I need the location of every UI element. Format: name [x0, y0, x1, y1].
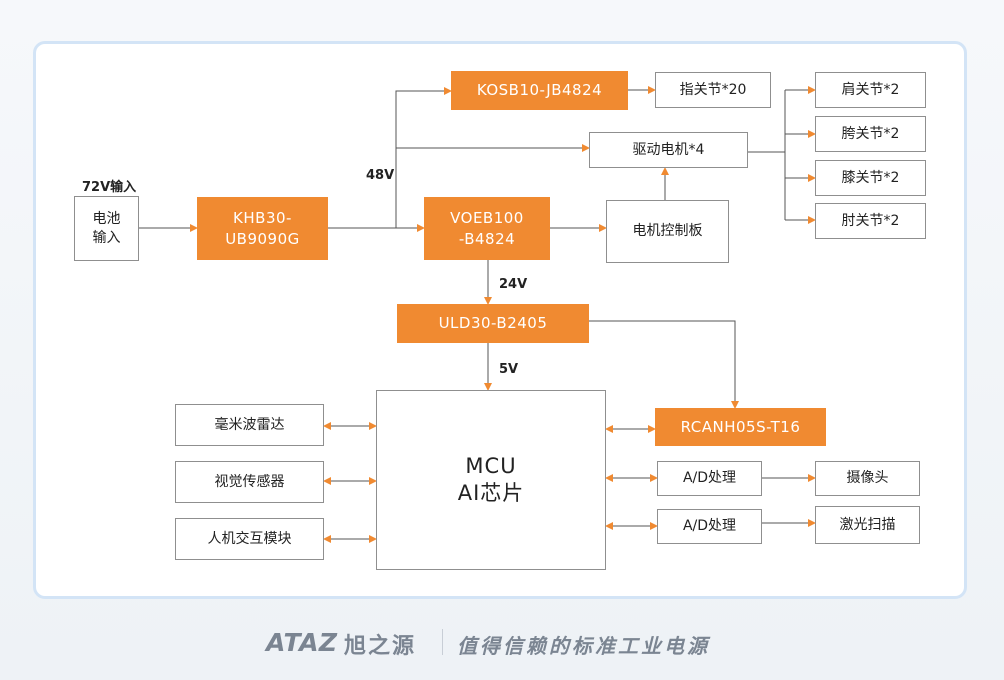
input-voltage-label: 72V输入	[82, 180, 137, 195]
elbow-joint-box: 肘关节*2	[815, 203, 926, 239]
kosb-converter-box: KOSB10-JB4824	[451, 71, 628, 110]
wire-48v-kosb	[395, 87, 452, 228]
shoulder-joint-box: 肩关节*2	[815, 72, 926, 108]
laser-scanner-box: 激光扫描	[815, 506, 920, 544]
drive-motor-box: 驱动电机*4	[589, 132, 748, 168]
khb-converter-box: KHB30- UB9090G	[197, 197, 328, 260]
wire-uld-rcanh	[589, 320, 739, 409]
ad-processing-box-2: A/D处理	[657, 509, 762, 544]
hip-joint-box: 胯关节*2	[815, 116, 926, 152]
voltage-48v-label: 48V	[366, 168, 395, 183]
knee-joint-box: 膝关节*2	[815, 160, 926, 196]
brand-logo: ATAZ	[266, 628, 338, 657]
uld-converter-box: ULD30-B2405	[397, 304, 589, 343]
brand-name: 旭之源	[344, 634, 417, 659]
finger-joint-box: 指关节*20	[655, 72, 771, 108]
rcanh-converter-box: RCANH05S-T16	[655, 408, 826, 446]
brand-slogan: 值得信赖的标准工业电源	[457, 634, 710, 658]
motor-control-board-box: 电机控制板	[606, 200, 729, 263]
voeb-converter-box: VOEB100 -B4824	[424, 197, 550, 260]
camera-box: 摄像头	[815, 461, 920, 496]
ad-processing-box-1: A/D处理	[657, 461, 762, 496]
mmwave-radar-box: 毫米波雷达	[175, 404, 324, 446]
footer-divider	[442, 629, 443, 655]
hmi-module-box: 人机交互模块	[175, 518, 324, 560]
voltage-5v-label: 5V	[499, 362, 519, 377]
mcu-ai-chip-box: MCU AI芯片	[376, 390, 606, 570]
vision-sensor-box: 视觉传感器	[175, 461, 324, 503]
battery-input-box: 电池 输入	[74, 196, 139, 261]
voltage-24v-label: 24V	[499, 277, 528, 292]
